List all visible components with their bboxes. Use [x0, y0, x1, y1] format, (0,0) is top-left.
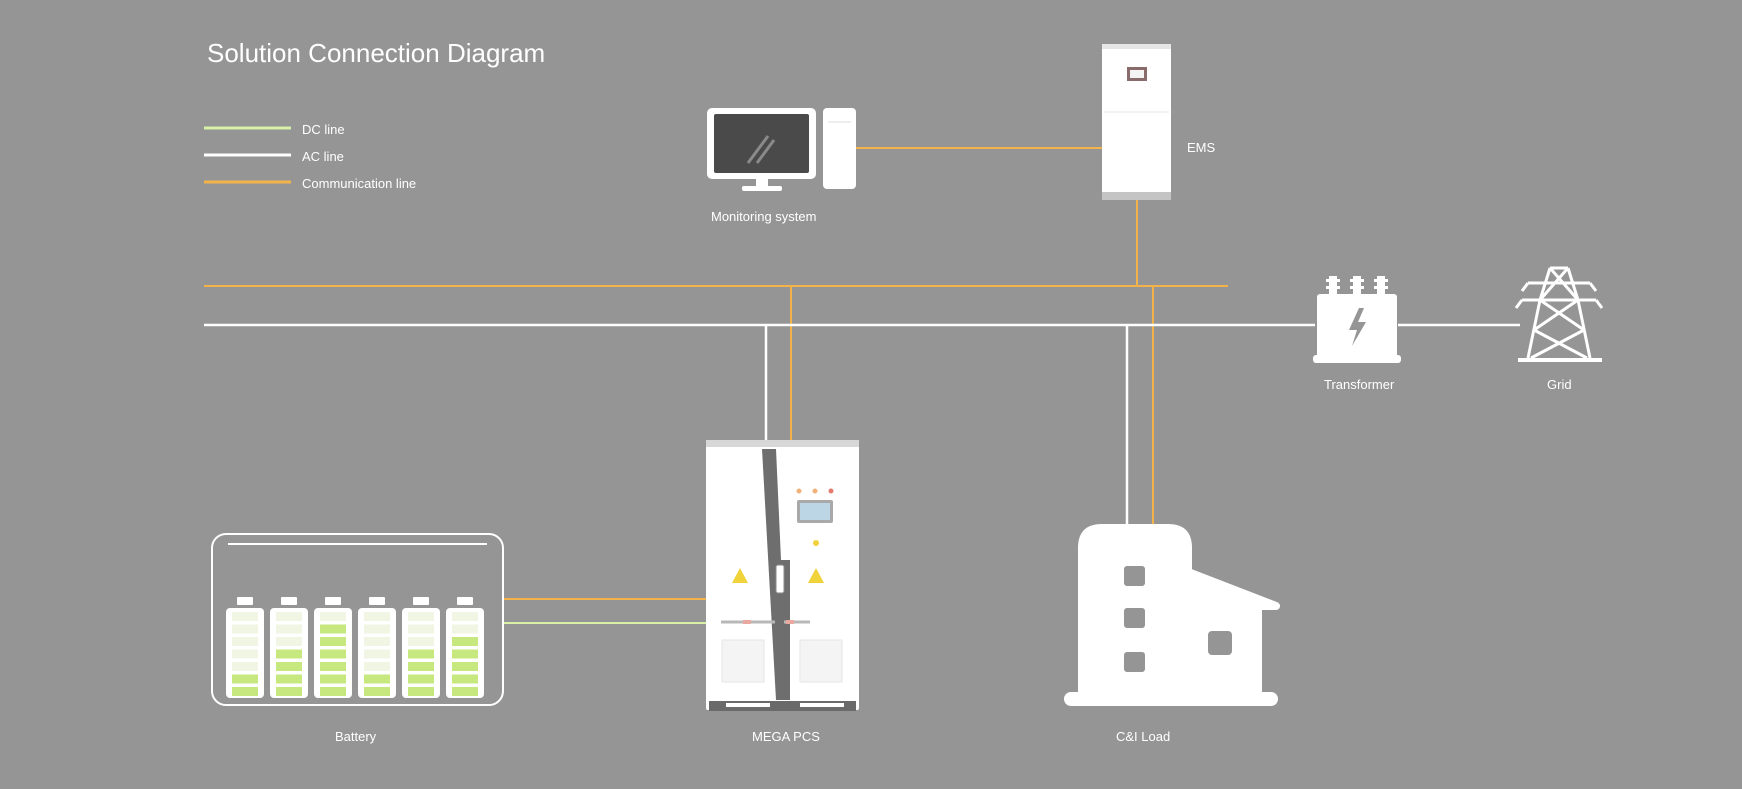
battery-cell-segment	[276, 624, 302, 634]
battery-cell-cap	[457, 597, 473, 605]
battery-cell-segment	[452, 687, 478, 696]
battery-cell-segment	[452, 624, 478, 634]
battery-cell-segment	[452, 637, 478, 646]
battery-label: Battery	[335, 729, 377, 744]
battery-cell-segment	[276, 687, 302, 696]
legend	[204, 126, 291, 184]
battery-cell-segment	[320, 637, 346, 646]
battery-cell-segment	[408, 687, 434, 696]
battery-cell-segment	[408, 649, 434, 659]
grid-label: Grid	[1547, 377, 1572, 392]
battery-cell-segment	[408, 624, 434, 634]
battery-cell-segment	[408, 662, 434, 671]
battery-rack-icon	[211, 533, 504, 706]
desktop-computer-icon	[707, 108, 856, 191]
battery-cell-cap	[281, 597, 297, 605]
transformer-label: Transformer	[1324, 377, 1395, 392]
battery-cell-segment	[320, 612, 346, 621]
power-tower-icon	[1514, 266, 1604, 362]
battery-cell-segment	[320, 687, 346, 696]
page-title: Solution Connection Diagram	[207, 38, 546, 68]
battery-cell-segment	[408, 637, 434, 646]
battery-cell-segment	[320, 674, 346, 684]
battery-cell-segment	[408, 612, 434, 621]
battery-cell-segment	[276, 662, 302, 671]
transformer-icon	[1313, 276, 1401, 363]
battery-cell-cap	[369, 597, 385, 605]
battery-cells	[226, 597, 484, 698]
legend-ac-label: AC line	[302, 149, 344, 164]
battery-cell-segment	[276, 637, 302, 646]
battery-cell-cap	[413, 597, 429, 605]
battery-cell-segment	[320, 624, 346, 634]
battery-cell-segment	[452, 662, 478, 671]
battery-cell-segment	[364, 612, 390, 621]
battery-cell-segment	[452, 649, 478, 659]
battery-cell-segment	[232, 637, 258, 646]
battery-cell-segment	[232, 649, 258, 659]
battery-cell-segment	[232, 612, 258, 621]
monitoring-system-label: Monitoring system	[711, 209, 817, 224]
legend-dc-label: DC line	[302, 122, 345, 137]
battery-cell-segment	[276, 674, 302, 684]
battery-cell-segment	[232, 624, 258, 634]
mega-pcs-label: MEGA PCS	[752, 729, 820, 744]
legend-comm-label: Communication line	[302, 176, 417, 191]
battery-cell-segment	[364, 637, 390, 646]
ems-cabinet-icon	[1102, 44, 1171, 200]
battery-cell-segment	[232, 662, 258, 671]
factory-building-icon	[1064, 524, 1280, 706]
battery-cell-cap	[325, 597, 341, 605]
ems-label: EMS	[1187, 140, 1216, 155]
battery-cell-segment	[232, 674, 258, 684]
battery-cell-segment	[408, 674, 434, 684]
battery-cell-segment	[364, 662, 390, 671]
battery-cell-segment	[364, 674, 390, 684]
battery-cell-segment	[320, 662, 346, 671]
ci-load-label: C&I Load	[1116, 729, 1171, 744]
battery-cell-segment	[364, 649, 390, 659]
battery-cell-segment	[364, 687, 390, 696]
connection-lines	[204, 147, 1520, 624]
battery-cell-segment	[276, 612, 302, 621]
battery-cell-segment	[232, 687, 258, 696]
battery-cell-cap	[237, 597, 253, 605]
battery-cell-segment	[452, 674, 478, 684]
pcs-cabinet-icon	[706, 440, 859, 711]
battery-cell-segment	[276, 649, 302, 659]
battery-cell-segment	[452, 612, 478, 621]
battery-cell-segment	[364, 624, 390, 634]
battery-cell-segment	[320, 649, 346, 659]
